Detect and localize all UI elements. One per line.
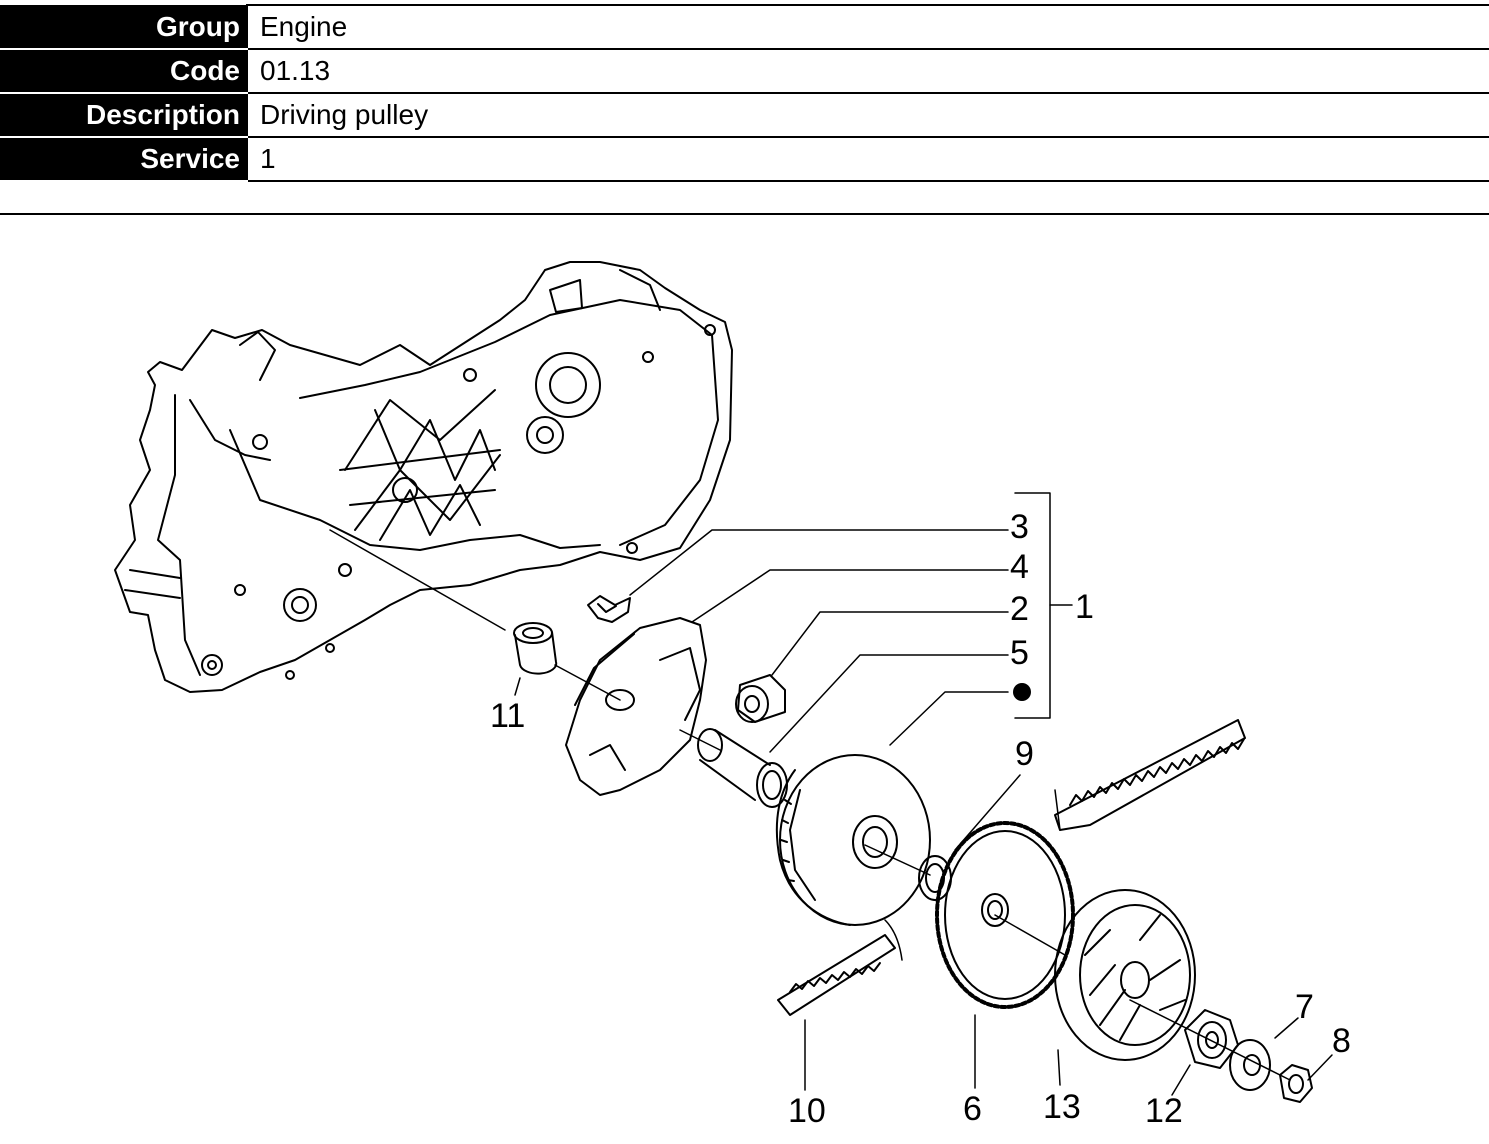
callout-7: 7: [1295, 988, 1314, 1026]
part-13-fan-pulley: [1054, 889, 1196, 1061]
info-row-service: Service 1: [0, 137, 1489, 182]
callout-10: 10: [788, 1092, 826, 1130]
callout-5: 5: [1010, 634, 1029, 672]
description-value: Driving pulley: [246, 93, 1489, 138]
callout-9: 9: [1015, 735, 1034, 773]
group-label: Group: [0, 5, 247, 50]
info-row-description: Description Driving pulley: [0, 93, 1489, 138]
group-value: Engine: [246, 4, 1489, 50]
non-service-marker-dot: [1013, 683, 1031, 701]
part-3-slider: [587, 595, 631, 623]
part-6-starter-gear: [935, 821, 1075, 1009]
part-10-belt: [777, 719, 1246, 1016]
callout-6: 6: [963, 1090, 982, 1128]
callout-8: 8: [1332, 1022, 1351, 1060]
part-5-sleeve: [697, 728, 788, 808]
callout-12: 12: [1145, 1092, 1183, 1130]
code-value: 01.13: [246, 49, 1489, 94]
callout-2: 2: [1010, 590, 1029, 628]
exploded-parts-diagram: 3 4 2 1 5 9 11 7 8 10 6 13 12: [114, 261, 1351, 1130]
callout-1: 1: [1075, 588, 1094, 626]
part-2-roller: [735, 674, 786, 723]
code-label: Code: [0, 49, 247, 94]
info-row-code: Code 01.13: [0, 49, 1489, 94]
separator-line: [0, 213, 1489, 215]
part-half-pulley: [775, 754, 931, 926]
part-info-table: Group Engine Code 01.13 Description Driv…: [0, 4, 1489, 182]
callout-3: 3: [1010, 508, 1029, 546]
crankcase-housing: [114, 261, 733, 693]
service-value: 1: [246, 137, 1489, 182]
service-label: Service: [0, 137, 247, 182]
part-4-ramp-plate: [565, 617, 707, 796]
info-row-group: Group Engine: [0, 4, 1489, 50]
description-label: Description: [0, 93, 247, 138]
callout-11: 11: [490, 697, 525, 735]
part-11-bushing: [513, 622, 558, 675]
part-7-washer: [1229, 1039, 1271, 1091]
callout-4: 4: [1010, 548, 1029, 586]
part-8-nut: [1279, 1064, 1313, 1103]
callout-13: 13: [1043, 1088, 1081, 1126]
leader-lines: [514, 492, 1333, 1096]
